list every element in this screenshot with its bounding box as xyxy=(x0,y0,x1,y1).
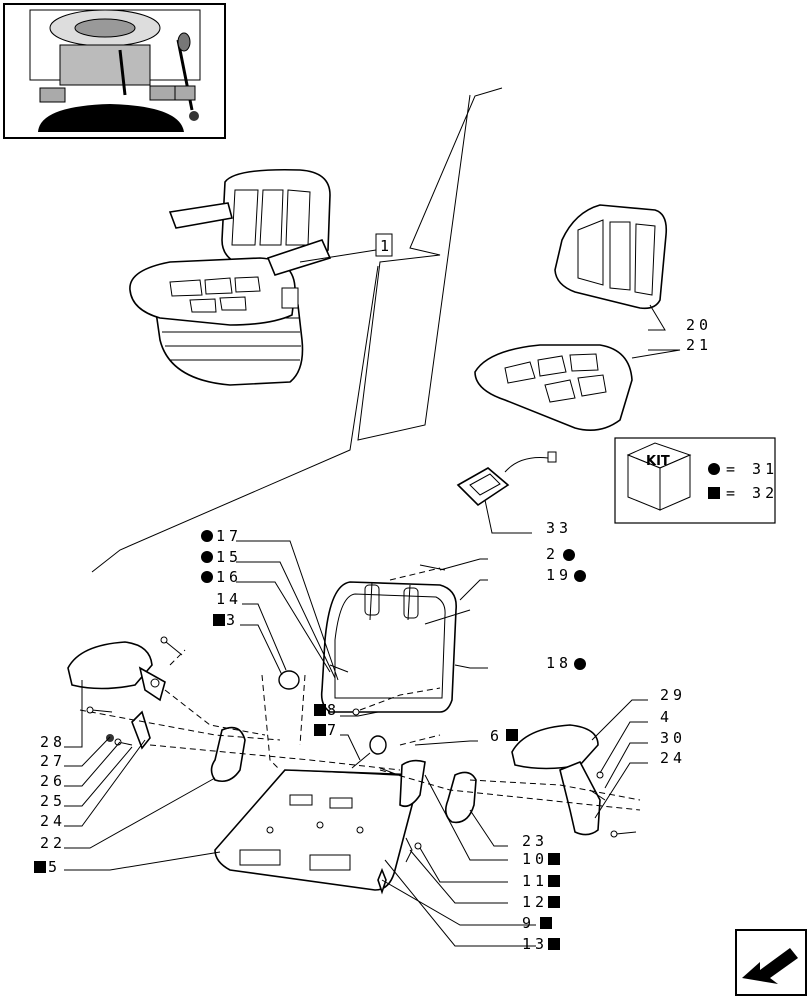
square-marker-icon xyxy=(548,853,560,865)
callout-23: 23 xyxy=(522,832,548,850)
right-bracket xyxy=(444,771,477,824)
leader-lines xyxy=(64,304,681,947)
left-bracket xyxy=(210,726,246,783)
square-marker-icon xyxy=(548,875,560,887)
circle-marker-icon xyxy=(574,570,586,582)
circle-marker-icon xyxy=(563,549,575,561)
callout-9: 9 xyxy=(522,914,535,932)
square-marker-icon xyxy=(213,614,225,626)
kit-circle-value: = 31 xyxy=(726,460,778,478)
callout-11: 11 xyxy=(522,872,548,890)
square-marker-icon xyxy=(506,729,518,741)
lever-part xyxy=(278,670,426,895)
callout-28: 28 xyxy=(40,733,66,751)
callout-33: 33 xyxy=(546,519,572,537)
callout-18: 18 xyxy=(546,654,572,672)
callout-5: 5 xyxy=(48,858,61,876)
circle-marker-icon xyxy=(708,463,720,475)
seat-frame xyxy=(320,581,457,713)
square-marker-icon xyxy=(548,896,560,908)
callout-22: 22 xyxy=(40,834,66,852)
callout-15: 15 xyxy=(216,548,242,566)
callout-24: 24 xyxy=(40,812,66,830)
switch-pad xyxy=(456,451,557,507)
back-arrow-icon[interactable] xyxy=(735,929,807,996)
circle-marker-icon xyxy=(574,658,586,670)
callout-13: 13 xyxy=(522,935,548,953)
complete-seat-assembly xyxy=(129,168,377,386)
tractor-cab-thumbnail-icon[interactable] xyxy=(3,3,226,139)
callout-1: 1 xyxy=(380,237,393,255)
circle-marker-icon xyxy=(201,530,213,542)
square-marker-icon xyxy=(708,487,720,499)
callout-26: 26 xyxy=(40,772,66,790)
square-marker-icon xyxy=(34,861,46,873)
callout-14: 14 xyxy=(216,590,242,608)
seat-cushion xyxy=(474,344,633,431)
left-armrest xyxy=(67,641,166,750)
separator-line xyxy=(357,87,503,441)
kit-label: KIT xyxy=(646,454,670,469)
circle-marker-icon xyxy=(201,551,213,563)
callout-6: 6 xyxy=(490,727,503,745)
callout-30: 30 xyxy=(660,729,686,747)
callout-17: 17 xyxy=(216,527,242,545)
callout-20: 20 xyxy=(686,316,712,334)
callout-24: 24 xyxy=(660,749,686,767)
callout-16: 16 xyxy=(216,568,242,586)
kit-legend: KIT = 31 = 32 xyxy=(614,437,778,524)
callout-4: 4 xyxy=(660,708,673,726)
separator-line xyxy=(91,265,379,573)
circle-marker-icon xyxy=(201,571,213,583)
callout-7: 7 xyxy=(327,721,340,739)
right-armrest xyxy=(511,724,601,836)
seat-pan xyxy=(214,769,422,891)
callout-21: 21 xyxy=(686,336,712,354)
callout-12: 12 xyxy=(522,893,548,911)
square-marker-icon xyxy=(314,704,326,716)
kit-square-value: = 32 xyxy=(726,484,778,502)
callout-box xyxy=(375,233,393,257)
callout-19: 19 xyxy=(546,566,572,584)
callout-25: 25 xyxy=(40,792,66,810)
callout-3: 3 xyxy=(226,611,239,629)
backrest-cushion xyxy=(554,204,668,310)
callout-2: 2 xyxy=(546,545,559,563)
callout-labels: 17 15 16 14 3 28 27 26 25 24 22 5 8 7 1 … xyxy=(34,233,712,953)
square-marker-icon xyxy=(548,938,560,950)
callout-10: 10 xyxy=(522,850,548,868)
callout-27: 27 xyxy=(40,752,66,770)
square-marker-icon xyxy=(314,724,326,736)
callout-8: 8 xyxy=(327,701,340,719)
callout-29: 29 xyxy=(660,686,686,704)
square-marker-icon xyxy=(540,917,552,929)
